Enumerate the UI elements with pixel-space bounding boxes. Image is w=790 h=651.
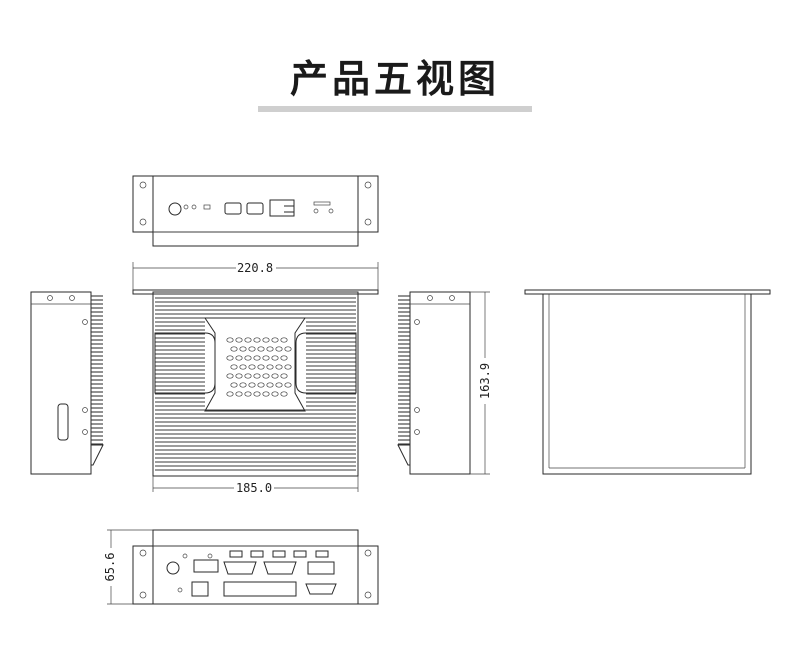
- com-port-icon: [263, 561, 297, 575]
- dimension-width-bottom: 185.0: [236, 481, 272, 495]
- power-button-icon: [168, 202, 182, 216]
- rj45-port-icon: [307, 561, 335, 575]
- bottom-view: [524, 289, 771, 475]
- left-side-view: [30, 291, 104, 475]
- dimension-width-top: 220.8: [237, 261, 273, 275]
- usb-port-icon: [246, 202, 264, 215]
- top-view: 220.8 185.0: [132, 261, 379, 495]
- vent-holes: [226, 337, 292, 397]
- right-side-view: 163.9: [397, 291, 492, 475]
- heatsink-fins-top: [155, 297, 356, 471]
- dc-jack-icon: [166, 561, 180, 575]
- hdmi-port-icon: [193, 559, 219, 573]
- heatsink-fins-left: [91, 295, 103, 445]
- heatsink-fins-right: [398, 295, 410, 445]
- dimension-height: 65.6: [103, 553, 117, 582]
- dimension-depth: 163.9: [478, 363, 492, 399]
- vga-port-icon: [305, 583, 337, 595]
- rear-view: 65.6: [103, 529, 379, 605]
- rj45-port-icon: [269, 199, 295, 217]
- usb-port-icon: [224, 202, 242, 215]
- title-underline: [258, 106, 532, 112]
- page-title: 产品五视图: [289, 57, 500, 101]
- com-port-icon: [223, 561, 257, 575]
- front-view: [132, 175, 379, 247]
